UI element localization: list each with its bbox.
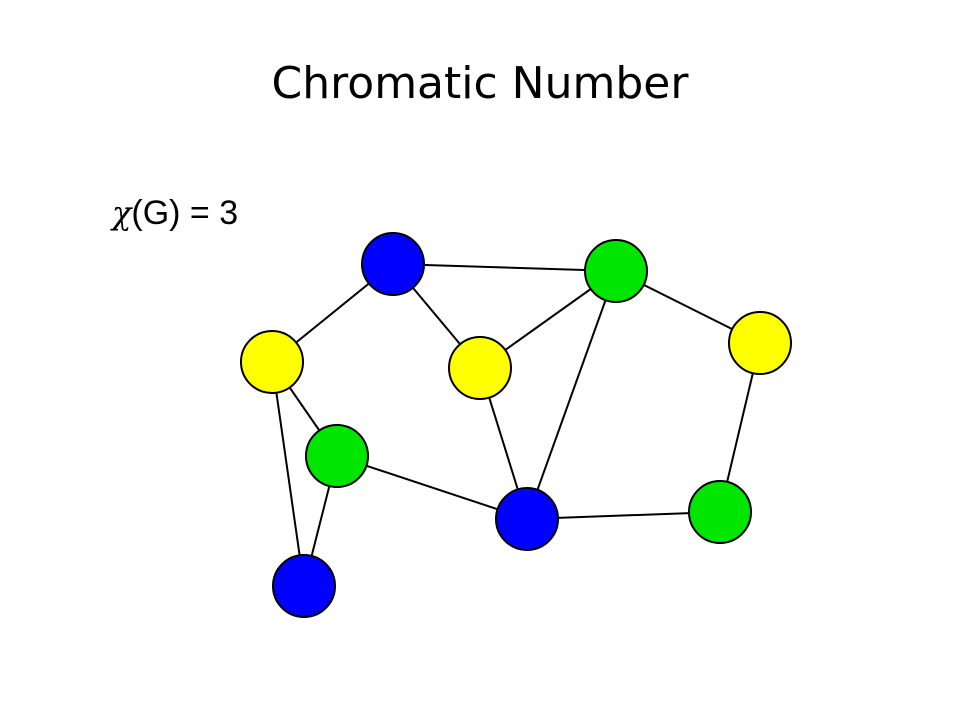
graph-node-n9 xyxy=(272,554,336,618)
graph-nodes xyxy=(240,232,792,618)
formula-expression: (G) = 3 xyxy=(131,194,239,232)
graph-node-n6 xyxy=(305,424,369,488)
slide-title: Chromatic Number xyxy=(271,58,689,109)
graph-edge-n7-n8 xyxy=(526,511,721,520)
graph-edge-n3-n9 xyxy=(271,361,305,587)
graph-node-n3 xyxy=(240,330,304,394)
graph-node-n8 xyxy=(688,480,752,544)
graph-edge-n2-n7 xyxy=(526,270,617,520)
graph-node-n4 xyxy=(448,336,512,400)
chi-symbol: χ xyxy=(112,194,132,232)
chromatic-number-formula: χ(G) = 3 xyxy=(112,194,238,233)
graph-node-n5 xyxy=(728,311,792,375)
graph-node-n7 xyxy=(495,487,559,551)
graph-edge-n1-n2 xyxy=(392,263,617,272)
graph-edge-n6-n7 xyxy=(336,455,528,520)
graph-node-n2 xyxy=(584,239,648,303)
graph-node-n1 xyxy=(361,232,425,296)
